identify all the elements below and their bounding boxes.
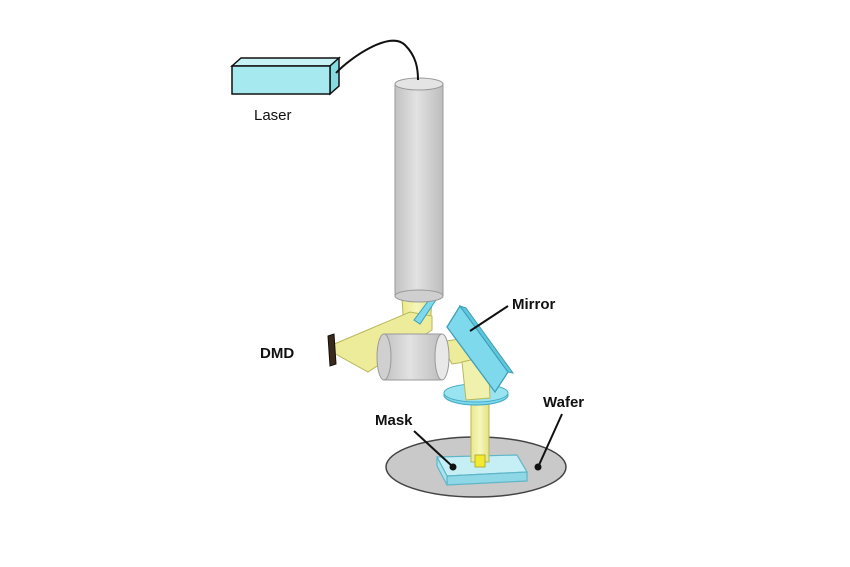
dmd-chip <box>327 333 337 367</box>
beam-expander-cylinder <box>394 77 444 303</box>
wafer-label: Wafer <box>543 394 584 411</box>
dmd-label: DMD <box>260 345 294 362</box>
mirror-label: Mirror <box>512 296 556 313</box>
wafer-leader-dot <box>534 463 542 471</box>
mask-leader-line <box>413 430 453 467</box>
wafer-leader-line <box>538 413 563 466</box>
mirror-leader-line <box>469 305 509 332</box>
mirror-plate <box>446 304 515 394</box>
laser-box <box>230 56 341 96</box>
fiber-cable <box>335 39 419 81</box>
laser-label: Laser <box>254 107 292 124</box>
mask-leader-dot <box>449 463 457 471</box>
projection-lens-cylinder <box>376 333 450 381</box>
beam-down-to-mask <box>470 399 490 468</box>
mask-label: Mask <box>375 412 413 429</box>
